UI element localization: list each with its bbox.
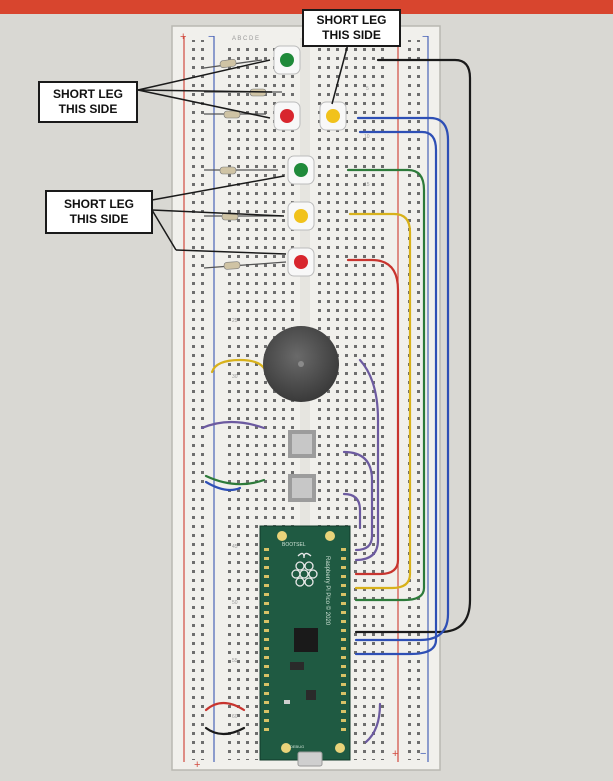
- pointer-left1-c: [137, 89, 271, 119]
- wire-red-2: [204, 701, 246, 712]
- wire-black-2: [204, 726, 246, 736]
- callout-left2-line2: THIS SIDE: [69, 212, 129, 226]
- wire-yellow-1: [348, 212, 412, 590]
- led-green-1: [273, 45, 301, 75]
- pico-debug-label: DEBUG: [290, 744, 304, 749]
- wire-purple-2: [342, 450, 374, 552]
- pointer-top: [331, 43, 349, 105]
- wire-black: [354, 58, 472, 634]
- led-yellow-1: [319, 101, 347, 131]
- wire-purple-1: [354, 358, 380, 562]
- wire-yellow-2: [210, 358, 268, 374]
- regulator-chip: [306, 690, 316, 700]
- push-buttons: [288, 430, 316, 502]
- callout-left1-line2: THIS SIDE: [58, 102, 118, 116]
- row-number-60: 60: [232, 714, 238, 720]
- piezo-buzzer: [263, 326, 339, 402]
- callout-short-leg-left-2: SHORT LEG THIS SIDE: [45, 190, 153, 234]
- wire-green: [346, 168, 426, 602]
- row-number-15: 15: [364, 182, 370, 188]
- flash-chip: [290, 662, 304, 670]
- header-strip: [0, 0, 613, 14]
- pointer-left2-c1: [151, 209, 177, 251]
- callout-short-leg-top: SHORT LEG THIS SIDE: [302, 9, 401, 47]
- callout-left2-line1: SHORT LEG: [63, 197, 134, 211]
- row-number-10: 10: [364, 134, 370, 140]
- callout-short-leg-left-1: SHORT LEG THIS SIDE: [38, 81, 138, 123]
- rail-minus-bottom-label: −: [420, 748, 426, 760]
- callout-pointers: [137, 43, 349, 255]
- pointer-left2-b: [151, 209, 285, 217]
- rp2040-chip: [294, 628, 318, 652]
- rail-minus-top-label: −: [208, 31, 214, 43]
- wire-purple-4: [364, 702, 382, 744]
- smd-component: [284, 700, 290, 704]
- wire-blue-3: [204, 480, 242, 492]
- left-rail-holes: [190, 40, 210, 760]
- rail-minus-right-top-label: −: [422, 31, 428, 43]
- pointer-left1-b: [137, 89, 273, 93]
- jumper-wires: [200, 58, 472, 744]
- right-rail-holes: [403, 40, 423, 760]
- row-number-5: 5: [366, 86, 369, 92]
- pointer-left2-c2: [175, 249, 287, 255]
- pico-board: BOOTSEL Raspberry Pi Pico © 2020 DEBUG: [259, 525, 351, 767]
- wire-red: [346, 258, 400, 576]
- led-red-2: [287, 247, 315, 277]
- pico-board-label: Raspberry Pi Pico © 2020: [324, 556, 331, 626]
- wire-green-2: [204, 474, 266, 486]
- row-number-45: 45: [232, 544, 238, 550]
- pico-pins-left: [264, 548, 269, 731]
- pointer-left2-a: [151, 175, 285, 201]
- resistor-6: [203, 261, 287, 270]
- rail-plus-top-label: +: [180, 31, 186, 43]
- led-yellow-2: [287, 201, 315, 231]
- led-green-2: [287, 155, 315, 185]
- wire-blue-2: [354, 130, 438, 656]
- pico-bootsel-label: BOOTSEL: [282, 542, 306, 548]
- usb-connector: [297, 751, 323, 767]
- callout-left1-line1: SHORT LEG: [52, 87, 123, 101]
- push-button-2-cap: [292, 478, 312, 498]
- pico-mount-holes: [277, 531, 345, 753]
- resistor-3: [204, 110, 266, 119]
- push-button-1-cap: [292, 434, 312, 454]
- row-number-50: 50: [232, 600, 238, 606]
- led-red-1: [273, 101, 301, 131]
- leds: [273, 45, 347, 277]
- wire-blue-1: [354, 116, 450, 642]
- resistor-4: [204, 166, 278, 175]
- column-letters-label: A B C D E: [232, 36, 259, 42]
- raspberry-logo: [291, 552, 318, 587]
- row-number-30: 30: [232, 374, 238, 380]
- resistor-1: [203, 59, 263, 69]
- pointer-left1-a: [137, 59, 271, 91]
- wire-purple-5: [200, 420, 266, 430]
- row-number-25: 25: [232, 318, 238, 324]
- row-number-55: 55: [232, 658, 238, 664]
- wire-purple-3: [342, 492, 362, 530]
- callout-top-line1: SHORT LEG: [316, 13, 387, 27]
- pico-pins-right: [341, 548, 346, 731]
- callout-top-line2: THIS SIDE: [322, 28, 381, 42]
- rail-plus-bottom-label: +: [194, 759, 200, 771]
- rail-plus-bottom-right-label: +: [392, 748, 398, 760]
